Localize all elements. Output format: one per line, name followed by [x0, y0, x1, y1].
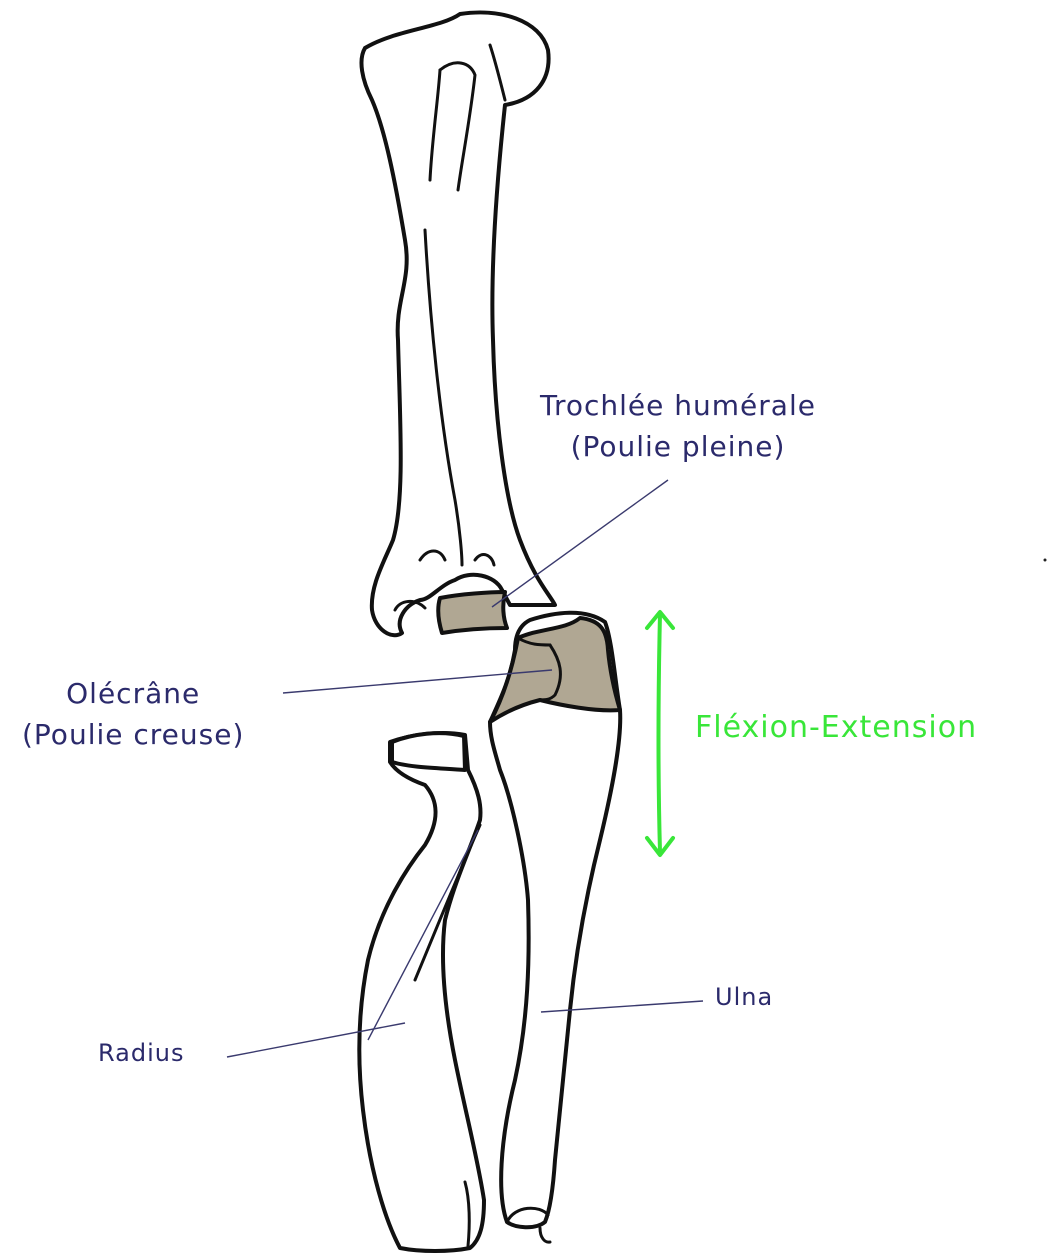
motion-label: Fléxion-Extension [695, 710, 977, 745]
trochlea-label-line1: Trochlée humérale [540, 386, 816, 427]
trochlea-label-line2: (Poulie pleine) [540, 427, 816, 468]
stray-dot [1044, 559, 1047, 562]
humerus [361, 13, 555, 636]
radius [359, 733, 484, 1251]
motion-arrow [647, 612, 673, 855]
trochlea-surface [438, 592, 507, 633]
olecranon-label-line1: Olécrâne [22, 674, 244, 715]
trochlea-label: Trochlée humérale (Poulie pleine) [540, 386, 816, 467]
olecranon-label: Olécrâne (Poulie creuse) [22, 674, 244, 755]
ulna-label: Ulna [715, 980, 773, 1015]
olecranon-label-line2: (Poulie creuse) [22, 715, 244, 756]
radius-label: Radius [98, 1036, 184, 1071]
